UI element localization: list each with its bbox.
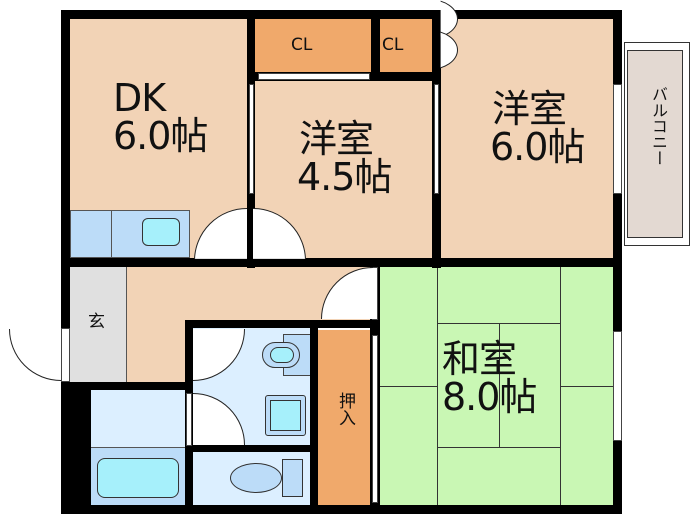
western-large-name: 洋室 <box>492 87 567 131</box>
western-small-size: 4.5帖 <box>297 155 392 199</box>
oshiire-label: 押入 <box>335 392 355 426</box>
western-room-large <box>441 19 613 259</box>
sliding-door-closet-1[interactable] <box>258 73 370 80</box>
toilet-tank-icon <box>282 459 303 497</box>
kitchen-sink-icon <box>142 218 180 246</box>
washroom-door-frame[interactable] <box>186 393 192 446</box>
tatami-line <box>560 386 618 387</box>
oshiire <box>318 330 370 505</box>
wall-wash-toilet <box>185 445 318 452</box>
dk-label: DK 6.0帖 <box>113 76 208 158</box>
genkan <box>70 267 127 382</box>
wall-closet-divider <box>371 10 380 80</box>
sliding-door-oshiire[interactable] <box>372 335 378 503</box>
balcony-label: バルコニー <box>649 86 668 166</box>
closet-2 <box>380 19 432 72</box>
sliding-door-dk[interactable] <box>249 84 254 194</box>
front-door-frame[interactable] <box>61 328 70 382</box>
japanese-label: 和室 8.0帖 <box>442 337 537 419</box>
wall-wet-right <box>310 320 318 513</box>
closet-1-label: CL <box>291 35 313 55</box>
wash-basin-bowl <box>270 347 294 363</box>
western-large-label: 洋室 6.0帖 <box>490 87 585 169</box>
tatami-line <box>499 323 500 448</box>
sliding-door-western[interactable] <box>434 84 439 194</box>
wall-bottom <box>61 505 622 514</box>
hallway-lower <box>127 267 185 382</box>
closet-2-label: CL <box>382 35 404 55</box>
western-large-size: 6.0帖 <box>490 125 585 169</box>
western-small-name: 洋室 <box>299 117 374 161</box>
kitchen-counter-divider <box>111 210 112 258</box>
window-japanese-right[interactable] <box>613 331 622 441</box>
wall-top <box>61 10 622 19</box>
balcony-floor <box>627 50 683 238</box>
japanese-size: 8.0帖 <box>442 375 537 419</box>
dk-size: 6.0帖 <box>113 114 208 158</box>
wall-bath-left <box>61 382 91 513</box>
tatami-line <box>380 386 438 387</box>
window-balcony[interactable] <box>613 84 622 194</box>
closet-1 <box>255 19 371 72</box>
wall-middle <box>61 258 622 267</box>
japanese-name: 和室 <box>442 337 517 381</box>
toilet-bowl-icon <box>230 463 282 493</box>
wall-wet-top <box>185 320 380 328</box>
bathtub-icon <box>97 458 179 498</box>
wall-bath-top <box>61 382 193 390</box>
dk-name: DK <box>113 76 166 120</box>
western-small-label: 洋室 4.5帖 <box>297 117 392 199</box>
genkan-label: 玄 <box>88 312 105 332</box>
washing-machine-inner <box>270 400 301 431</box>
